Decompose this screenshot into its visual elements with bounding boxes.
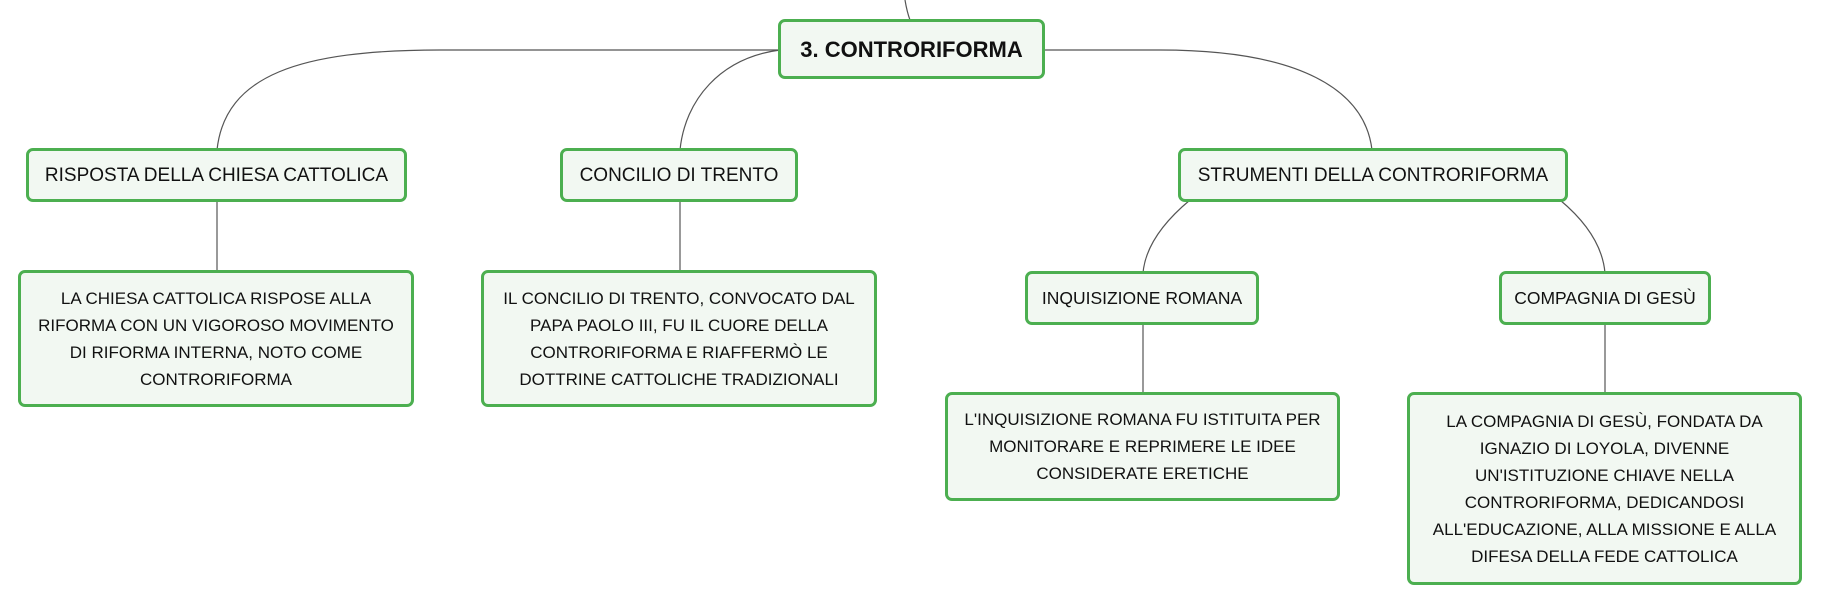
topic-node-compagnia[interactable]: COMPAGNIA DI GESÙ (1499, 271, 1711, 325)
root-node[interactable]: 3. CONTRORIFORMA (778, 19, 1045, 79)
connector-parent-to-root (904, 0, 911, 21)
branch-node-label: RISPOSTA DELLA CHIESA CATTOLICA (44, 164, 389, 186)
connector-strumenti-to-inquisizione (1142, 199, 1191, 274)
connector-root-to-concilio (679, 49, 781, 151)
detail-node-text: IL CONCILIO DI TRENTO, CONVOCATO DAL PAP… (503, 288, 855, 389)
branch-node-risposta[interactable]: RISPOSTA DELLA CHIESA CATTOLICA (26, 148, 407, 202)
branch-node-label: STRUMENTI DELLA CONTRORIFORMA (1197, 164, 1549, 186)
detail-node-risposta[interactable]: LA CHIESA CATTOLICA RISPOSE ALLA RIFORMA… (18, 270, 414, 407)
detail-node-compagnia[interactable]: LA COMPAGNIA DI GESÙ, FONDATA DA IGNAZIO… (1407, 392, 1802, 585)
detail-node-text: LA CHIESA CATTOLICA RISPOSE ALLA RIFORMA… (38, 288, 394, 389)
root-node-label: 3. CONTRORIFORMA (800, 36, 1023, 62)
branch-node-concilio[interactable]: CONCILIO DI TRENTO (560, 148, 798, 202)
topic-node-label: COMPAGNIA DI GESÙ (1514, 287, 1696, 308)
detail-node-inquisizione[interactable]: L'INQUISIZIONE ROMANA FU ISTITUITA PER M… (945, 392, 1340, 501)
detail-node-concilio[interactable]: IL CONCILIO DI TRENTO, CONVOCATO DAL PAP… (481, 270, 877, 407)
detail-node-text: LA COMPAGNIA DI GESÙ, FONDATA DA IGNAZIO… (1432, 411, 1777, 566)
branch-node-strumenti[interactable]: STRUMENTI DELLA CONTRORIFORMA (1178, 148, 1568, 202)
connector-root-to-risposta (216, 49, 780, 151)
topic-node-inquisizione[interactable]: INQUISIZIONE ROMANA (1025, 271, 1259, 325)
topic-node-label: INQUISIZIONE ROMANA (1041, 287, 1243, 308)
connector-root-to-strumenti (1045, 49, 1373, 151)
branch-node-label: CONCILIO DI TRENTO (579, 164, 779, 186)
detail-node-text: L'INQUISIZIONE ROMANA FU ISTITUITA PER M… (964, 410, 1321, 483)
connector-strumenti-to-compagnia (1559, 199, 1606, 274)
